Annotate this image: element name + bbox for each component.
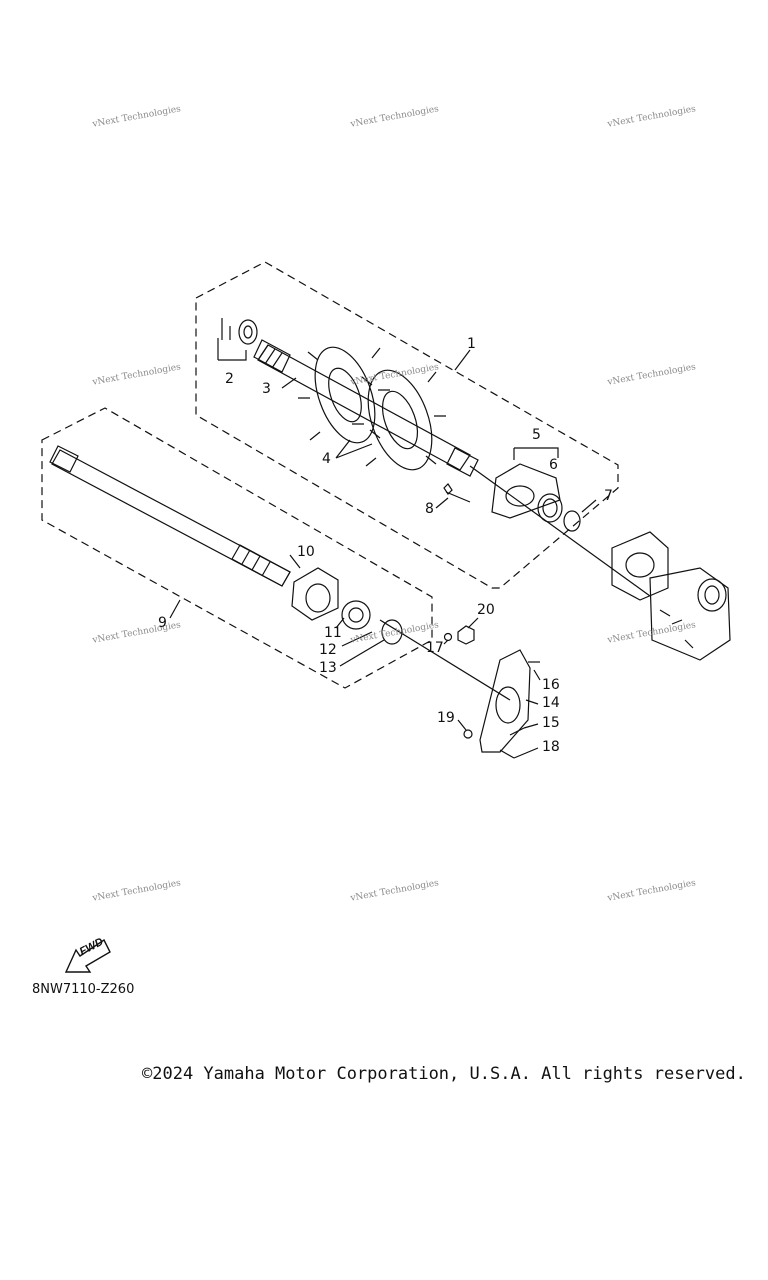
- bracket-14: [479, 649, 531, 753]
- seal-6: [537, 493, 563, 523]
- bolt-8: [443, 483, 471, 503]
- impeller-4a: [298, 346, 390, 444]
- callout-10: 10: [297, 544, 315, 560]
- copyright-notice: ©2024 Yamaha Motor Corporation, U.S.A. A…: [142, 1064, 746, 1084]
- drive-shaft-3: [253, 339, 479, 477]
- assembly-1-dashed-box: [195, 261, 619, 589]
- fwd-arrow-icon: [64, 938, 111, 973]
- callout-11: 11: [324, 625, 342, 641]
- ring-12: [381, 619, 403, 645]
- callout-14: 14: [542, 695, 560, 711]
- callout-19: 19: [437, 710, 455, 726]
- pump-housing: [611, 531, 731, 661]
- impeller-4b: [352, 369, 446, 471]
- callout-7: 7: [604, 488, 613, 504]
- callout-20: 20: [477, 602, 495, 618]
- diagram-code: 8NW7110-Z260: [32, 982, 135, 997]
- callout-9: 9: [158, 615, 167, 631]
- callout-2: 2: [225, 371, 234, 387]
- bolt-15: [509, 727, 525, 736]
- callout-6: 6: [549, 457, 558, 473]
- bearing-cap: [238, 319, 258, 345]
- callout-18: 18: [542, 739, 560, 755]
- bolt-18: [499, 749, 515, 759]
- callout-16: 16: [542, 677, 560, 693]
- nut-19: [463, 729, 473, 739]
- callout-4: 4: [322, 451, 331, 467]
- o-ring-7: [563, 510, 581, 532]
- bearing-housing-10: [291, 567, 339, 621]
- callout-5: 5: [532, 427, 541, 443]
- callout-15: 15: [542, 715, 560, 731]
- nut-17: [443, 632, 453, 642]
- callout-3: 3: [262, 381, 271, 397]
- bearing-11: [341, 600, 371, 630]
- callout-13: 13: [319, 660, 337, 676]
- callout-1: 1: [467, 336, 476, 352]
- assembly-9-dashed-box: [41, 407, 433, 689]
- callout-8: 8: [425, 501, 434, 517]
- callout-12: 12: [319, 642, 337, 658]
- drive-shaft-9: [49, 445, 291, 587]
- clip-20: [457, 625, 475, 645]
- callout-17: 17: [426, 640, 444, 656]
